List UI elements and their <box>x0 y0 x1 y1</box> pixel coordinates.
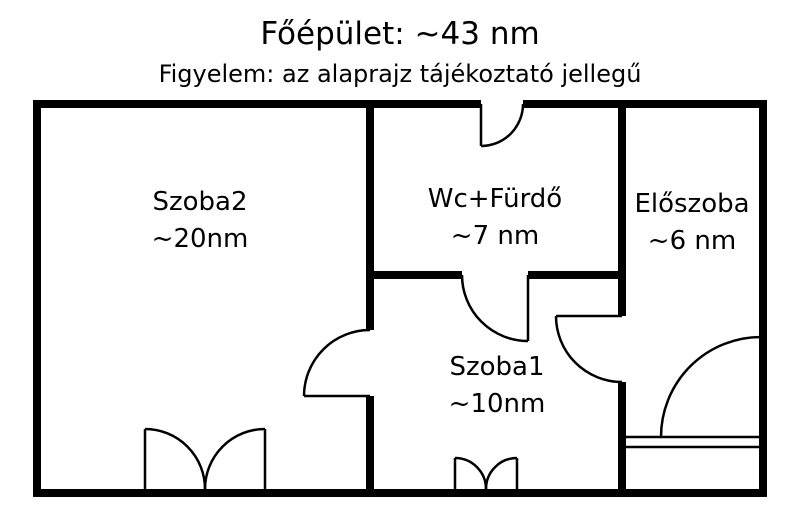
szoba2-door-arc <box>302 328 371 397</box>
room-name-szoba2: Szoba2 <box>152 187 248 217</box>
page-subtitle: Figyelem: az alaprajz tájékoztató jelleg… <box>158 60 642 88</box>
room-name-eloszoba: Előszoba <box>634 189 750 219</box>
room-name-wc-furdo: Wc+Fürdő <box>427 184 563 214</box>
szoba2-window-right-arc <box>203 427 266 490</box>
wc-szoba1-door-arc <box>460 274 529 343</box>
room-label-szoba1: Szoba1 ~10nm <box>382 349 612 423</box>
room-label-wc-furdo: Wc+Fürdő ~7 nm <box>380 181 610 255</box>
room-area-szoba1: ~10nm <box>448 389 546 419</box>
szoba1-window-right-arc <box>484 456 518 490</box>
szoba1-window-left-arc <box>454 456 488 490</box>
room-name-szoba1: Szoba1 <box>449 352 545 382</box>
entrance-door-arc <box>659 335 762 438</box>
room-label-szoba2: Szoba2 ~20nm <box>85 184 315 258</box>
page-title: Főépület: ~43 nm <box>260 16 540 52</box>
room-area-szoba2: ~20nm <box>151 224 249 254</box>
room-area-eloszoba: ~6 nm <box>647 226 737 256</box>
szoba2-window-left-arc <box>144 427 207 490</box>
wc-door-arc <box>480 103 525 148</box>
szoba1-eloszoba-door-arc <box>554 315 623 384</box>
room-area-wc-furdo: ~7 nm <box>450 221 540 251</box>
room-label-eloszoba: Előszoba ~6 nm <box>612 186 772 260</box>
